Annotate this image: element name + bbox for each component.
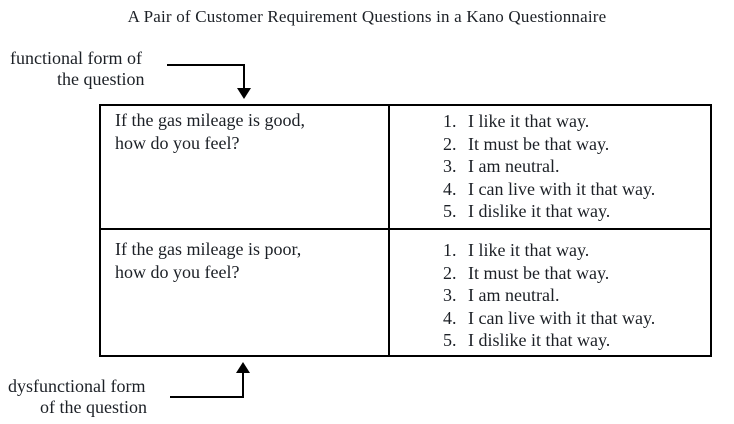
question-line: how do you feel? [115,133,240,153]
answer-option: 1. I like it that way. [443,239,710,262]
functional-connector-line [167,64,245,89]
answer-option: 4. I can live with it that way. [443,178,710,201]
dysfunctional-answers-cell: 1. I like it that way. 2. It must be tha… [390,230,710,355]
up-arrowhead-icon [236,362,250,373]
answer-option: 2. It must be that way. [443,262,710,285]
functional-arrow-connector [167,64,251,99]
dysfunctional-form-label-line2: of the question [40,397,147,417]
functional-form-label: functional form of the question [10,48,145,90]
option-number: 2. [443,133,457,154]
answer-option: 1. I like it that way. [443,110,710,133]
figure-title: A Pair of Customer Requirement Questions… [127,7,607,26]
option-number: 3. [443,285,457,305]
option-text: It must be that way. [468,262,610,283]
option-text: I dislike it that way. [468,201,611,221]
question-line: If the gas mileage is good, [115,110,305,130]
dysfunctional-form-label-line1: dysfunctional form [8,376,146,396]
answer-option: 5. I dislike it that way. [443,329,710,352]
answer-option: 3. I am neutral. [443,284,710,307]
dysfunctional-form-label: dysfunctional form of the question [8,376,147,418]
question-line: If the gas mileage is poor, [115,239,302,259]
option-text: I can live with it that way. [468,307,656,328]
option-text: I like it that way. [468,240,590,260]
dysfunctional-arrow-connector [170,362,250,398]
option-text: I like it that way. [468,111,590,131]
option-number: 5. [443,330,457,350]
option-number: 4. [443,307,457,328]
option-number: 2. [443,262,457,283]
answer-option: 4. I can live with it that way. [443,307,710,330]
answer-option: 5. I dislike it that way. [443,200,710,223]
option-text: I am neutral. [468,156,560,176]
option-number: 1. [443,111,457,131]
option-number: 3. [443,156,457,176]
kano-question-table: If the gas mileage is good, how do you f… [99,104,712,357]
functional-answers-cell: 1. I like it that way. 2. It must be tha… [390,106,710,230]
functional-question-cell: If the gas mileage is good, how do you f… [101,106,390,230]
down-arrowhead-icon [237,88,251,99]
functional-form-label-line1: functional form of [10,48,142,68]
option-text: I can live with it that way. [468,178,656,199]
question-line: how do you feel? [115,262,240,282]
option-text: I am neutral. [468,285,560,305]
functional-form-label-line2: the question [57,69,145,89]
option-number: 1. [443,240,457,260]
option-text: I dislike it that way. [468,330,611,350]
option-text: It must be that way. [468,133,610,154]
option-number: 4. [443,178,457,199]
dysfunctional-connector-line [170,372,244,398]
answer-option: 2. It must be that way. [443,133,710,156]
answer-option: 3. I am neutral. [443,155,710,178]
dysfunctional-question-cell: If the gas mileage is poor, how do you f… [101,230,390,355]
option-number: 5. [443,201,457,221]
